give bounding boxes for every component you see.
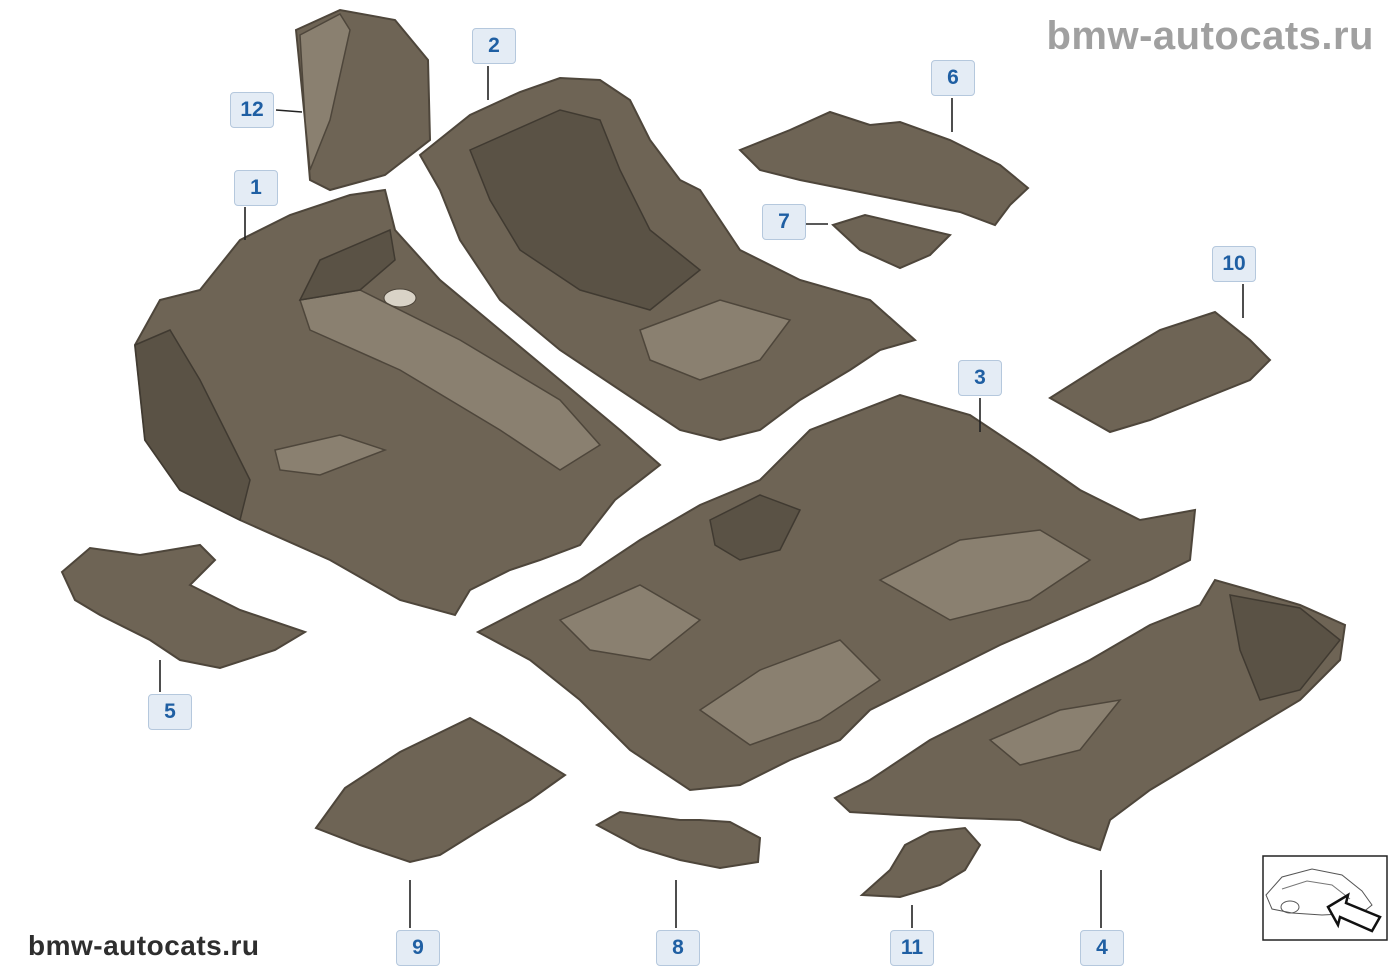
part-2[interactable]	[418, 76, 918, 442]
callout-2[interactable]: 2	[472, 28, 516, 64]
part-9[interactable]	[314, 716, 567, 864]
callout-9[interactable]: 9	[396, 930, 440, 966]
callout-8[interactable]: 8	[656, 930, 700, 966]
part-3[interactable]	[475, 393, 1197, 792]
part-11[interactable]	[859, 826, 982, 899]
callout-5[interactable]: 5	[148, 694, 192, 730]
part-4[interactable]	[833, 578, 1347, 852]
callout-11[interactable]: 11	[890, 930, 934, 966]
leader-lines	[159, 66, 1244, 928]
callout-6[interactable]: 6	[931, 60, 975, 96]
callout-3[interactable]: 3	[958, 360, 1002, 396]
part-6[interactable]	[738, 110, 1030, 227]
callout-10[interactable]: 10	[1212, 246, 1256, 282]
part-5[interactable]	[60, 543, 308, 670]
callout-1[interactable]: 1	[234, 170, 278, 206]
part-7[interactable]	[831, 213, 952, 270]
callout-7[interactable]: 7	[762, 204, 806, 240]
part-10[interactable]	[1048, 310, 1272, 434]
callout-4[interactable]: 4	[1080, 930, 1124, 966]
watermark-bottom: bmw-autocats.ru	[28, 930, 260, 961]
car-view-arrow-icon[interactable]	[1262, 855, 1388, 941]
watermark-top: bmw-autocats.ru	[1046, 14, 1374, 58]
part-12[interactable]	[294, 8, 432, 192]
part-1[interactable]	[133, 188, 662, 617]
callout-12[interactable]: 12	[230, 92, 274, 128]
part-8[interactable]	[594, 810, 762, 870]
